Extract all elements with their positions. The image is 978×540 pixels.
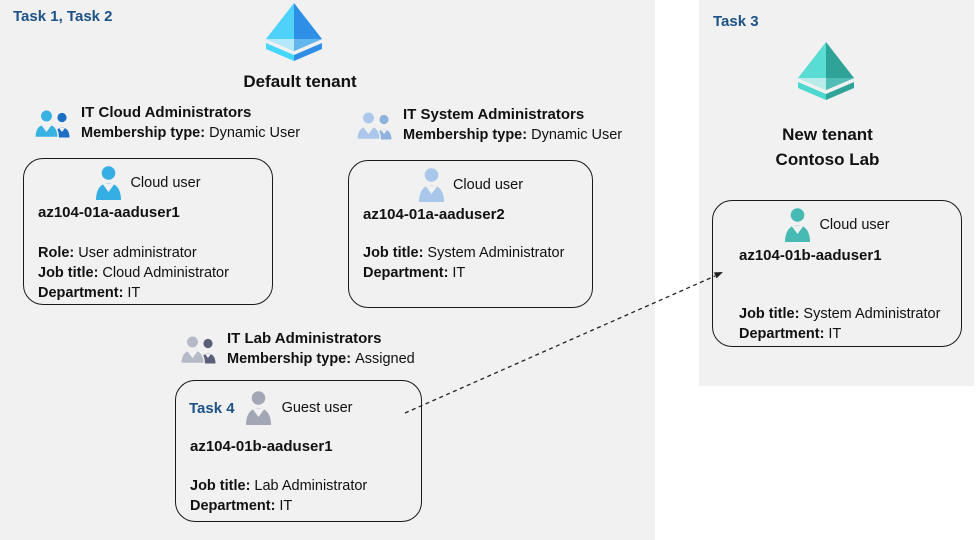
- detail-row: Role:User administrator: [38, 245, 197, 261]
- group-membership: Membership type:Dynamic User: [81, 125, 300, 141]
- guest-user-icon: [245, 391, 271, 425]
- detail-row: Department:IT: [739, 326, 842, 342]
- user-details: Job title:Lab Administrator Department:I…: [190, 476, 421, 516]
- new-tenant-title-line2: Contoso Lab: [775, 150, 880, 169]
- group-it-system-administrators: IT System Administrators Membership type…: [356, 106, 622, 143]
- group-name: IT Cloud Administrators: [81, 104, 252, 121]
- cloud-user-icon: [96, 166, 122, 200]
- task-4-label: Task 4: [189, 399, 235, 417]
- group-name: IT Lab Administrators: [227, 330, 382, 347]
- membership-label: Membership type:: [227, 351, 352, 367]
- user-name: az104-01b-aaduser1: [739, 247, 882, 264]
- user-details: Job title:System Administrator Departmen…: [739, 304, 961, 344]
- task-1-2-label: Task 1, Task 2: [13, 8, 113, 25]
- user-card-az104-01b-aaduser1-newtenant: Cloud user az104-01b-aaduser1 Job title:…: [712, 200, 962, 347]
- user-type-label: Cloud user: [452, 177, 524, 193]
- card-header: Task 4 Guest user: [176, 391, 421, 425]
- user-card-az104-01a-aaduser1: Cloud user az104-01a-aaduser1 Role:User …: [23, 158, 273, 305]
- detail-row: Department:IT: [38, 285, 141, 301]
- detail-row: Department:IT: [363, 265, 466, 281]
- membership-value: Dynamic User: [209, 125, 301, 141]
- card-header: Cloud user: [349, 168, 592, 202]
- membership-label: Membership type:: [81, 125, 206, 141]
- group-it-cloud-administrators: IT Cloud Administrators Membership type:…: [34, 104, 300, 141]
- user-type-label: Cloud user: [130, 175, 201, 191]
- user-name: az104-01a-aaduser1: [38, 204, 180, 221]
- new-tenant-title-line1: New tenant: [782, 125, 873, 144]
- default-tenant-region: [0, 0, 655, 540]
- users-group-icon: [356, 110, 392, 140]
- group-it-lab-administrators: IT Lab Administrators Membership type:As…: [180, 330, 415, 367]
- membership-value: Dynamic User: [531, 127, 623, 143]
- user-name: az104-01b-aaduser1: [190, 438, 333, 455]
- card-header: Cloud user: [713, 208, 961, 242]
- default-tenant-title: Default tenant: [243, 72, 357, 91]
- user-details: Job title:System Administrator Departmen…: [363, 243, 592, 283]
- task-3-label: Task 3: [713, 13, 759, 30]
- users-group-icon: [34, 108, 70, 138]
- card-header: Cloud user: [24, 166, 272, 200]
- user-type-label: Guest user: [281, 400, 353, 416]
- group-membership: Membership type:Dynamic User: [403, 127, 622, 143]
- detail-row: Job title:System Administrator: [739, 306, 941, 322]
- user-type-label: Cloud user: [819, 217, 890, 233]
- azure-ad-tenant-icon: [263, 3, 325, 66]
- user-card-az104-01a-aaduser2: Cloud user az104-01a-aaduser2 Job title:…: [348, 160, 593, 308]
- user-name: az104-01a-aaduser2: [363, 206, 505, 223]
- detail-row: Job title:Lab Administrator: [190, 478, 368, 494]
- detail-row: Department:IT: [190, 498, 293, 514]
- group-name: IT System Administrators: [403, 106, 585, 123]
- user-card-guest-az104-01b-aaduser1: Task 4 Guest user az104-01b-aaduser1 Job…: [175, 380, 422, 522]
- azure-ad-tenant-icon: [795, 42, 857, 105]
- users-group-icon: [180, 334, 216, 364]
- detail-row: Job title:System Administrator: [363, 245, 565, 261]
- cloud-user-icon: [785, 208, 811, 242]
- cloud-user-icon: [418, 168, 444, 202]
- membership-label: Membership type:: [403, 127, 528, 143]
- membership-value: Assigned: [355, 351, 415, 367]
- group-membership: Membership type:Assigned: [227, 351, 415, 367]
- detail-row: Job title:Cloud Administrator: [38, 265, 229, 281]
- user-details: Role:User administrator Job title:Cloud …: [38, 243, 272, 303]
